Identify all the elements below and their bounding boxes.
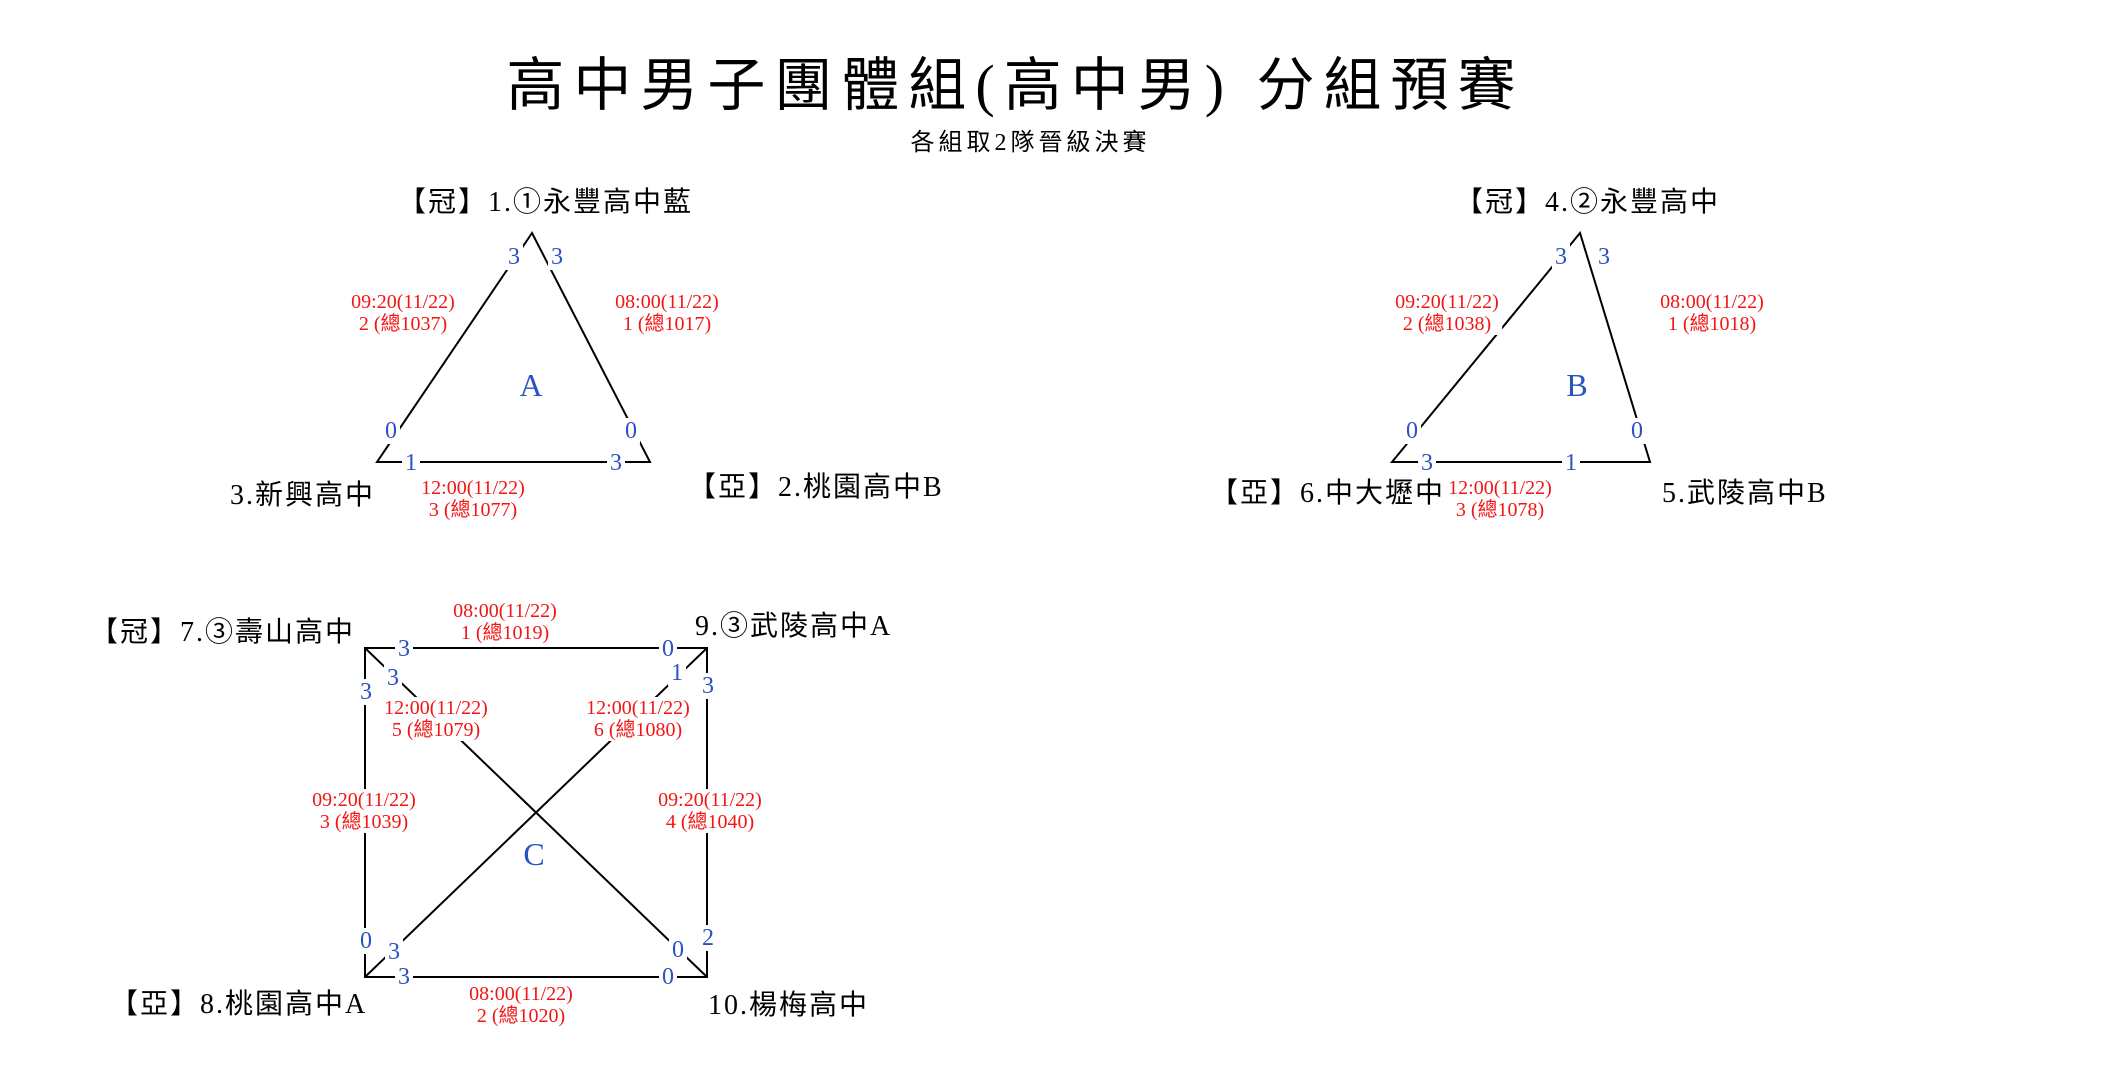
match-time: 08:00(11/22) xyxy=(1660,291,1764,313)
group-c-team-top-right: 9.③武陵高中A xyxy=(695,611,893,642)
match-time: 08:00(11/22) xyxy=(615,291,719,313)
group-b-score-apex-right: 3 xyxy=(1595,244,1613,270)
group-b-match-left: 09:20(11/22) 2 (總1038) xyxy=(1392,291,1502,335)
group-c-score-top-edge-left: 3 xyxy=(395,636,413,662)
group-a-score-base-left: 1 xyxy=(402,450,420,476)
group-c-match-right: 09:20(11/22) 4 (總1040) xyxy=(655,789,765,833)
group-a-letter: A xyxy=(519,367,543,403)
match-number: 3 (總1077) xyxy=(428,499,518,521)
group-b-score-base-left: 3 xyxy=(1418,450,1436,476)
group-c-match-diag-left: 12:00(11/22) 5 (總1079) xyxy=(381,697,491,741)
group-b-triangle xyxy=(1389,230,1652,463)
group-a-match-left: 09:20(11/22) 2 (總1037) xyxy=(348,291,458,335)
match-time: 09:20(11/22) xyxy=(658,789,762,811)
group-a-triangle xyxy=(375,231,652,463)
group-c-match-top: 08:00(11/22) 1 (總1019) xyxy=(450,600,560,644)
group-c-score-bottom-edge-right: 0 xyxy=(659,964,677,990)
match-number: 6 (總1080) xyxy=(593,719,683,741)
group-a-score-left-slope: 0 xyxy=(382,418,400,444)
group-b-letter: B xyxy=(1566,367,1588,403)
match-time: 09:20(11/22) xyxy=(312,789,416,811)
group-c-score-right-edge-top: 3 xyxy=(699,673,717,699)
group-b-match-right: 08:00(11/22) 1 (總1018) xyxy=(1657,291,1767,335)
group-a-team-top: 【冠】1.①永豐高中藍 xyxy=(398,187,694,218)
match-time: 09:20(11/22) xyxy=(1395,291,1499,313)
page-subtitle: 各組取2隊晉級決賽 xyxy=(910,130,1151,156)
group-a-match-bottom: 12:00(11/22) 3 (總1077) xyxy=(418,477,528,521)
group-c-score-bl-diagonal: 3 xyxy=(385,939,403,965)
match-number: 2 (總1020) xyxy=(476,1005,566,1027)
page-title: 高中男子團體組(高中男) 分組預賽 xyxy=(506,53,1525,118)
group-c-score-right-edge-bottom: 2 xyxy=(699,925,717,951)
match-time: 12:00(11/22) xyxy=(421,477,525,499)
match-number: 4 (總1040) xyxy=(665,811,755,833)
match-time: 08:00(11/22) xyxy=(453,600,557,622)
group-a-match-right: 08:00(11/22) 1 (總1017) xyxy=(612,291,722,335)
match-time: 08:00(11/22) xyxy=(469,983,573,1005)
group-c-team-top-left: 【冠】7.③壽山高中 xyxy=(90,617,356,648)
match-time: 12:00(11/22) xyxy=(384,697,488,719)
match-number: 1 (總1018) xyxy=(1667,313,1757,335)
group-c-match-left: 09:20(11/22) 3 (總1039) xyxy=(309,789,419,833)
group-c-score-left-edge-bottom: 0 xyxy=(357,928,375,954)
group-b-team-bottom-right: 5.武陵高中B xyxy=(1662,478,1828,509)
group-b-score-right-slope: 0 xyxy=(1628,418,1646,444)
group-c-team-bottom-left: 【亞】8.桃園高中A xyxy=(110,989,368,1020)
group-c-score-top-edge-right: 0 xyxy=(659,636,677,662)
match-number: 3 (總1039) xyxy=(319,811,409,833)
group-a-team-bottom-left: 3.新興高中 xyxy=(230,480,376,511)
group-a-score-right-slope: 0 xyxy=(622,418,640,444)
group-b-team-bottom-left: 【亞】6.中大壢中 xyxy=(1210,478,1446,509)
group-c-score-tr-diagonal: 1 xyxy=(668,660,686,686)
group-b-score-left-slope: 0 xyxy=(1403,418,1421,444)
match-time: 09:20(11/22) xyxy=(351,291,455,313)
match-number: 3 (總1078) xyxy=(1455,499,1545,521)
match-time: 12:00(11/22) xyxy=(1448,477,1552,499)
group-a-score-apex-right: 3 xyxy=(548,244,566,270)
match-time: 12:00(11/22) xyxy=(586,697,690,719)
match-number: 1 (總1019) xyxy=(460,622,550,644)
match-number: 5 (總1079) xyxy=(391,719,481,741)
group-c-score-tl-diagonal: 3 xyxy=(384,665,402,691)
match-number: 2 (總1037) xyxy=(358,313,448,335)
match-number: 2 (總1038) xyxy=(1402,313,1492,335)
group-c-match-bottom: 08:00(11/22) 2 (總1020) xyxy=(466,983,576,1027)
group-c-letter: C xyxy=(523,836,545,872)
group-b-match-bottom: 12:00(11/22) 3 (總1078) xyxy=(1445,477,1555,521)
group-c-score-bottom-edge-left: 3 xyxy=(395,964,413,990)
group-b-team-top: 【冠】4.②永豐高中 xyxy=(1455,187,1721,218)
group-b-score-apex-left: 3 xyxy=(1552,244,1570,270)
group-a-score-base-right: 3 xyxy=(607,450,625,476)
group-a-score-apex-left: 3 xyxy=(505,244,523,270)
group-a-team-bottom-right: 【亞】2.桃園高中B xyxy=(688,472,944,503)
group-c-match-diag-right: 12:00(11/22) 6 (總1080) xyxy=(583,697,693,741)
group-b-score-base-right: 1 xyxy=(1562,450,1580,476)
group-c-score-left-edge-top: 3 xyxy=(357,679,375,705)
group-c-team-bottom-right: 10.楊梅高中 xyxy=(708,990,870,1021)
group-c-score-br-diagonal: 0 xyxy=(669,937,687,963)
match-number: 1 (總1017) xyxy=(622,313,712,335)
